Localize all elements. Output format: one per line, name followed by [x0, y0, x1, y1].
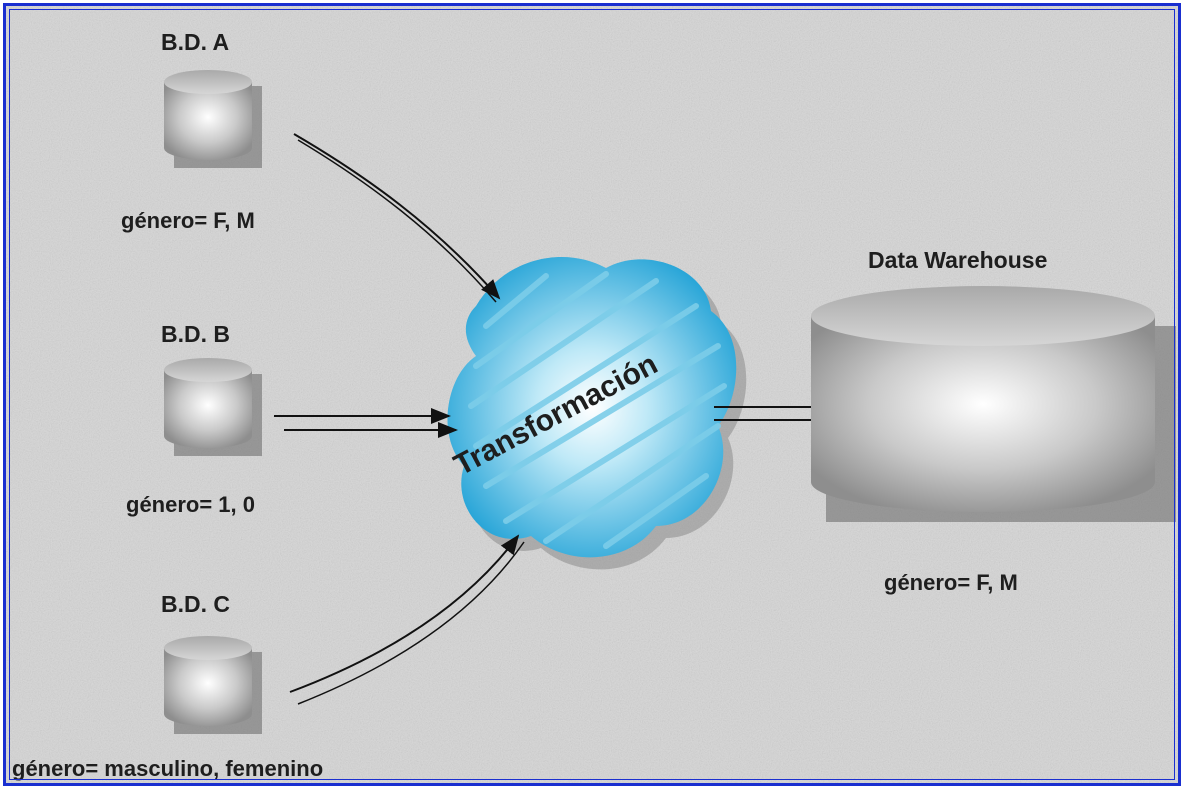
data-warehouse-icon [811, 286, 1176, 522]
source-database-c: B.D. C género= masculino, femenino [12, 591, 323, 781]
diagram-canvas: B.D. A género= F, M B.D. B género= 1, 0 … [6, 6, 1178, 783]
data-warehouse: Data Warehouse género= F, M [811, 247, 1176, 595]
arrow-a-to-transformation [293, 133, 501, 300]
warehouse-encoding: género= F, M [884, 570, 1018, 595]
source-database-a: B.D. A género= F, M [121, 29, 262, 233]
flow-arrows [274, 133, 890, 705]
source-a-title: B.D. A [161, 29, 229, 55]
source-database-b: B.D. B género= 1, 0 [126, 321, 262, 517]
warehouse-title: Data Warehouse [868, 247, 1047, 273]
arrow-c-to-transformation [289, 534, 520, 693]
source-b-title: B.D. B [161, 321, 230, 347]
source-a-encoding: género= F, M [121, 208, 255, 233]
diagram-frame: B.D. A género= F, M B.D. B género= 1, 0 … [3, 3, 1181, 786]
database-c-icon [164, 636, 262, 734]
source-b-encoding: género= 1, 0 [126, 492, 255, 517]
source-c-encoding: género= masculino, femenino [12, 756, 323, 781]
database-b-icon [164, 358, 262, 456]
database-a-icon [164, 70, 262, 168]
source-c-title: B.D. C [161, 591, 230, 617]
transformation-cloud: Transformación [447, 256, 747, 570]
